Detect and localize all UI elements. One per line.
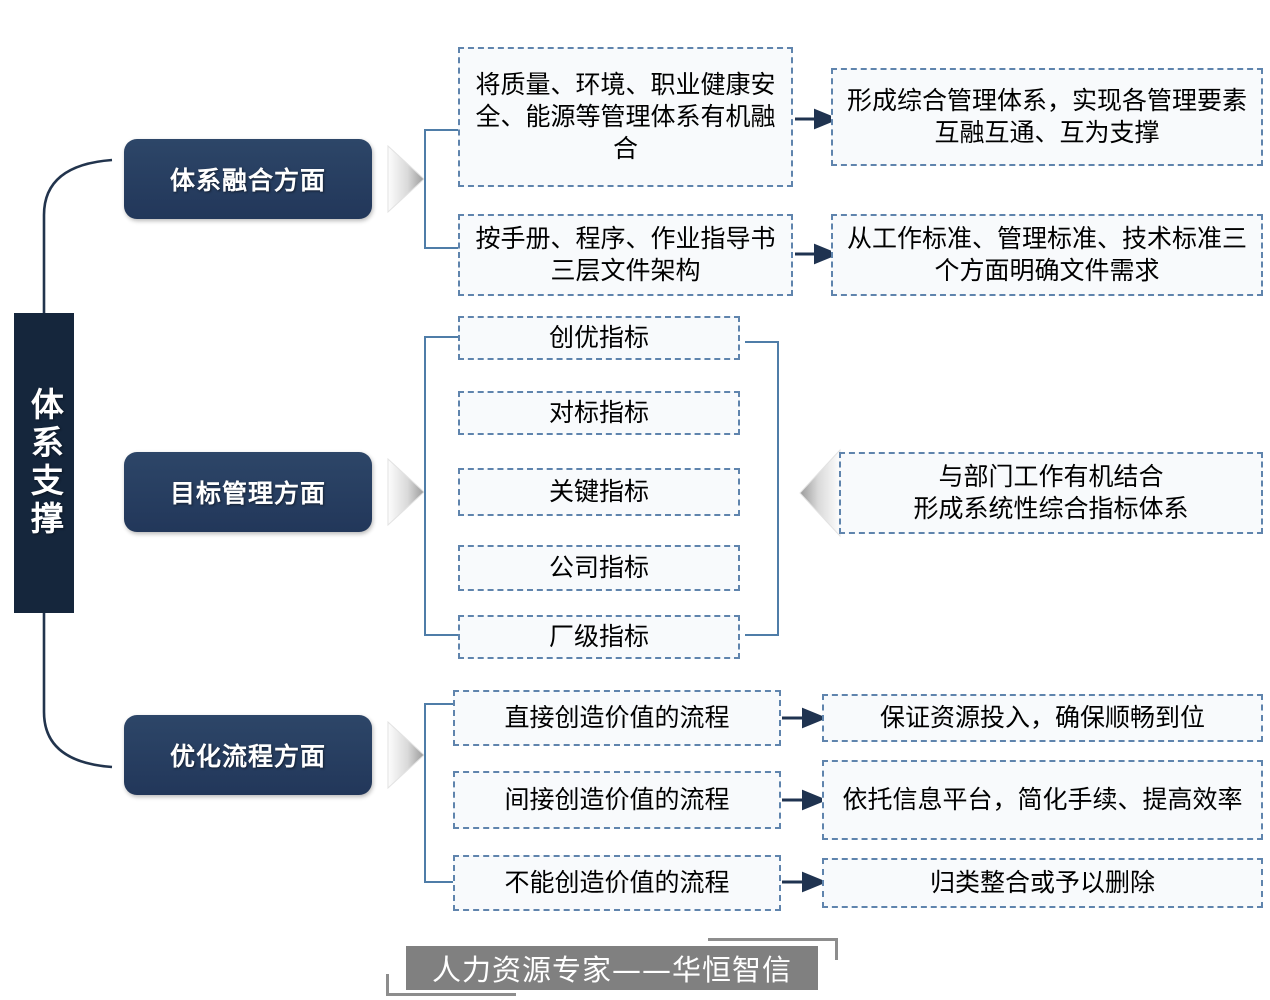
result-box-3-2: 依托信息平台，简化手续、提高效率 [822,760,1263,840]
bracket-section-3 [424,703,458,883]
source-box-3-1: 直接创造价值的流程 [453,690,781,746]
source-box-3-2: 间接创造价值的流程 [453,771,781,829]
footer: 人力资源专家——华恒智信 [386,938,838,996]
footer-label: 人力资源专家——华恒智信 [431,953,792,987]
category-box-process-optimization[interactable]: 优化流程方面 [124,715,372,795]
category-arrow-icon-3 [387,720,425,790]
result-box-1-1: 形成综合管理体系，实现各管理要素互融互通、互为支撑 [831,68,1263,166]
category-box-system-integration[interactable]: 体系融合方面 [124,139,372,219]
bracket-section-2-left [424,336,458,636]
result-arrow-icon-left [799,448,841,538]
category-arrow-icon-2 [387,457,425,527]
footer-corner-bottom-left [386,974,516,996]
result-box-1-2: 从工作标准、管理标准、技术标准三个方面明确文件需求 [831,214,1263,296]
result-box-3-3: 归类整合或予以删除 [822,858,1263,908]
result-box-3-1: 保证资源投入，确保顺畅到位 [822,694,1263,742]
category-label: 目标管理方面 [169,479,326,508]
indicator-box-2: 对标指标 [458,391,740,435]
source-box-1-1: 将质量、环境、职业健康安全、能源等管理体系有机融合 [458,47,793,187]
indicator-box-4: 公司指标 [458,545,740,591]
main-banner-label: 体系支撑 [25,387,65,539]
bracket-section-1 [424,129,458,249]
result-line-2: 形成系统性综合指标体系 [913,494,1189,523]
bracket-section-2-right [745,341,779,636]
category-label: 优化流程方面 [169,742,326,771]
main-banner: 体系支撑 [14,313,74,613]
indicator-box-5: 厂级指标 [458,615,740,659]
indicator-box-1: 创优指标 [458,316,740,360]
result-box-2: 与部门工作有机结合 形成系统性综合指标体系 [839,452,1263,534]
footer-corner-top-right [708,938,838,960]
footer-bar: 人力资源专家——华恒智信 [406,946,818,990]
source-box-3-3: 不能创造价值的流程 [453,855,781,911]
category-label: 体系融合方面 [169,166,326,195]
result-line-1: 与部门工作有机结合 [938,462,1164,491]
category-arrow-icon-1 [387,144,425,214]
indicator-box-3: 关键指标 [458,468,740,516]
category-box-goal-management[interactable]: 目标管理方面 [124,452,372,532]
source-box-1-2: 按手册、程序、作业指导书三层文件架构 [458,214,793,296]
